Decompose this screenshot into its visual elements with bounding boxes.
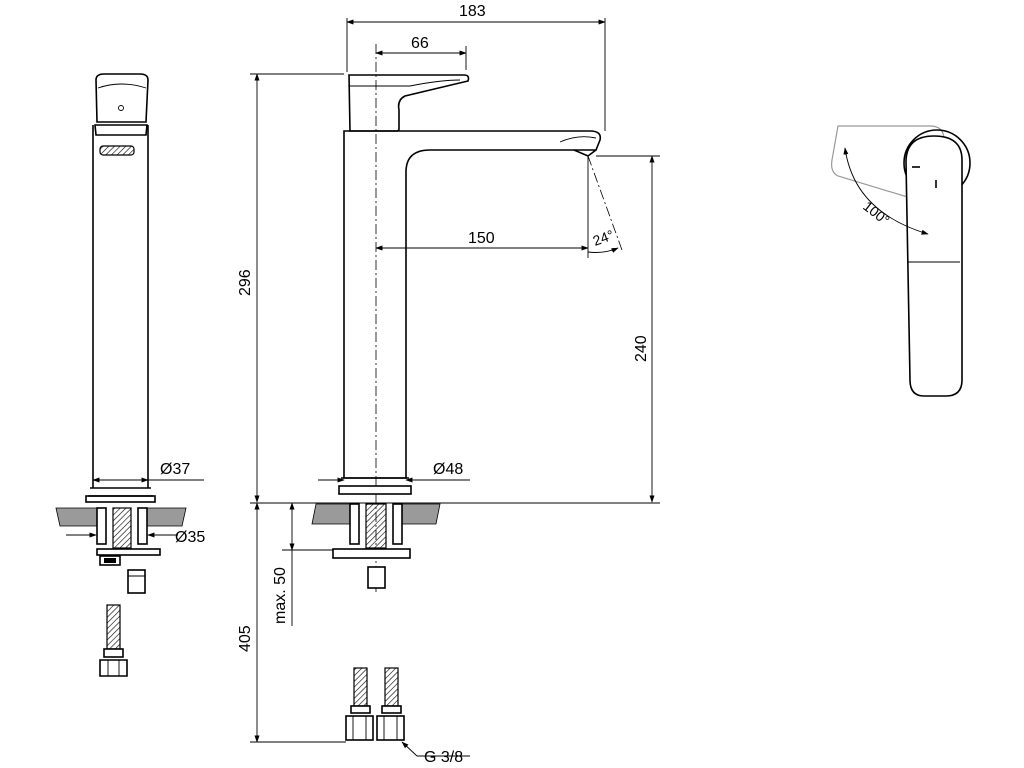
dim-connection-thread: G 3/8 xyxy=(424,749,463,766)
front-hose-left xyxy=(353,667,368,707)
side-mount-plate xyxy=(96,548,161,556)
dim-hose-length: 405 xyxy=(237,625,254,652)
side-handle-indicator xyxy=(118,105,124,111)
dim-overall-depth: 183 xyxy=(459,3,486,20)
top-view: 100° xyxy=(831,125,971,397)
side-countertop-right xyxy=(142,507,187,527)
front-base-rosette xyxy=(338,485,412,495)
side-shank-left xyxy=(96,507,107,545)
dim-spout-reach: 150 xyxy=(468,230,495,247)
dim-handle-offset: 66 xyxy=(411,35,429,52)
dim-lever-rotation: 100° xyxy=(860,198,893,228)
front-mount-plate xyxy=(332,548,411,559)
front-spout-tip xyxy=(573,149,597,157)
side-countertop-left xyxy=(55,507,101,527)
side-nut-core xyxy=(104,558,116,563)
side-handle-ridge xyxy=(97,83,147,89)
side-aerator-ring xyxy=(94,124,148,136)
dim-total-height: 296 xyxy=(237,269,254,296)
front-dimensions: 183 66 296 150 24° 240 Ø48 max. 50 405 xyxy=(237,3,660,766)
front-hose-right xyxy=(384,667,399,707)
side-handle xyxy=(95,73,149,123)
front-connector xyxy=(367,566,386,589)
dim-max-counter-thickness: max. 50 xyxy=(272,567,289,624)
dim-mount-hole-diameter: Ø35 xyxy=(175,529,205,546)
rotation-arc xyxy=(843,147,929,235)
front-view xyxy=(311,44,623,741)
dim-spout-height: 240 xyxy=(633,335,650,362)
front-hose-nut-left xyxy=(345,715,374,741)
side-hose-ferrule xyxy=(103,648,124,658)
front-handle xyxy=(348,74,470,132)
front-handle-edge xyxy=(350,79,461,87)
side-view: Ø37 Ø35 xyxy=(55,73,205,677)
dim-spout-angle: 24° xyxy=(591,227,616,249)
stream-line xyxy=(587,155,623,251)
side-hose-nut xyxy=(99,659,128,677)
side-base-rosette xyxy=(85,495,156,503)
front-body xyxy=(343,130,602,479)
side-connector xyxy=(127,569,146,594)
side-shank-right xyxy=(137,507,148,545)
top-lever xyxy=(905,135,963,397)
front-countertop-left xyxy=(311,503,351,525)
front-hose-nut-right xyxy=(376,715,405,741)
dim-front-body-diameter: Ø48 xyxy=(433,461,463,478)
dim-side-body-diameter: Ø37 xyxy=(160,461,190,478)
side-hose xyxy=(106,604,121,650)
front-countertop-right xyxy=(401,503,441,525)
side-aerator xyxy=(99,145,135,156)
front-threaded-rod xyxy=(365,503,387,549)
side-threaded-rod xyxy=(112,507,132,549)
